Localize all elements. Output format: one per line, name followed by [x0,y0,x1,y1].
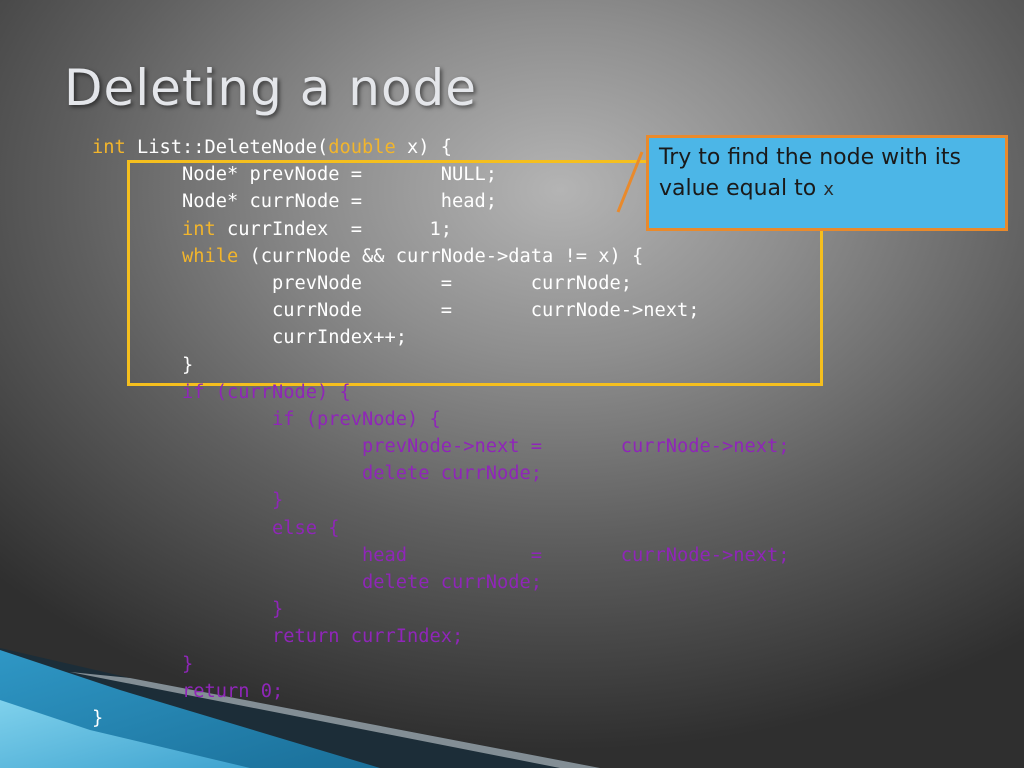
code-token: else { [92,517,340,539]
code-token: Node* prevNode = NULL; [92,164,498,186]
callout-text-prefix: Try to find the node with its value equa… [659,145,961,201]
code-token: delete currNode; [92,463,543,485]
code-token: return currIndex; [92,626,464,648]
callout-pointer-line [616,151,644,213]
code-token: prevNode = currNode; [92,272,633,294]
code-token [92,246,182,267]
code-token: currIndex = 1; [215,218,453,240]
code-line: } [92,352,790,379]
code-token: Node* currNode = head; [92,191,498,213]
code-keyword: int [182,218,216,240]
code-token: x) { [395,137,453,158]
code-token [92,219,182,240]
code-token: } [92,354,194,376]
code-token: currIndex++; [92,327,408,349]
code-line: return currIndex; [92,623,790,650]
code-keyword: double [328,137,396,158]
code-token: } [92,599,284,621]
code-line: delete currNode; [92,460,790,487]
code-line: prevNode->next = currNode->next; [92,433,790,460]
code-line: currIndex++; [92,324,790,351]
code-line: prevNode = currNode; [92,270,790,297]
code-token: prevNode->next = currNode->next; [92,436,790,458]
callout-box: Try to find the node with its value equa… [646,135,1008,231]
callout-text: Try to find the node with its value equa… [659,142,997,205]
code-line: else { [92,515,790,542]
code-keyword: int [92,137,126,158]
slide-title: Deleting a node [64,59,478,117]
code-token: currNode = currNode->next; [92,300,700,322]
code-token: (currNode && currNode->data != x) { [238,245,644,267]
code-line: } [92,596,790,623]
code-token: if (currNode) { [92,381,351,403]
code-line: return 0; [92,678,790,705]
code-token: return 0; [92,680,284,702]
code-line: head = currNode->next; [92,542,790,569]
callout-code-variable: x [823,179,835,200]
code-line: int currIndex = 1; [92,216,790,243]
code-line: } [92,487,790,514]
loop-highlight-box [127,160,823,386]
code-token: if (prevNode) { [92,408,441,430]
code-line: if (prevNode) { [92,406,790,433]
code-line: delete currNode; [92,569,790,596]
code-line: Node* currNode = head; [92,188,790,215]
code-line: if (currNode) { [92,379,790,406]
code-keyword: while [182,245,239,267]
code-token: head = currNode->next; [92,544,790,566]
code-token: } [92,653,194,675]
code-token: List::DeleteNode( [125,137,329,158]
code-token: } [92,707,104,729]
code-block: int List::DeleteNode(double x) { Node* p… [92,134,790,732]
code-line: while (currNode && currNode->data != x) … [92,243,790,270]
code-token: } [92,490,284,512]
code-line: int List::DeleteNode(double x) { [92,134,790,161]
decor-swoosh-light [0,700,250,768]
code-line: } [92,651,790,678]
code-line: Node* prevNode = NULL; [92,161,790,188]
code-line: currNode = currNode->next; [92,297,790,324]
code-line: } [92,705,790,732]
decor-swoosh-white-line [70,672,600,768]
code-token: delete currNode; [92,572,543,593]
